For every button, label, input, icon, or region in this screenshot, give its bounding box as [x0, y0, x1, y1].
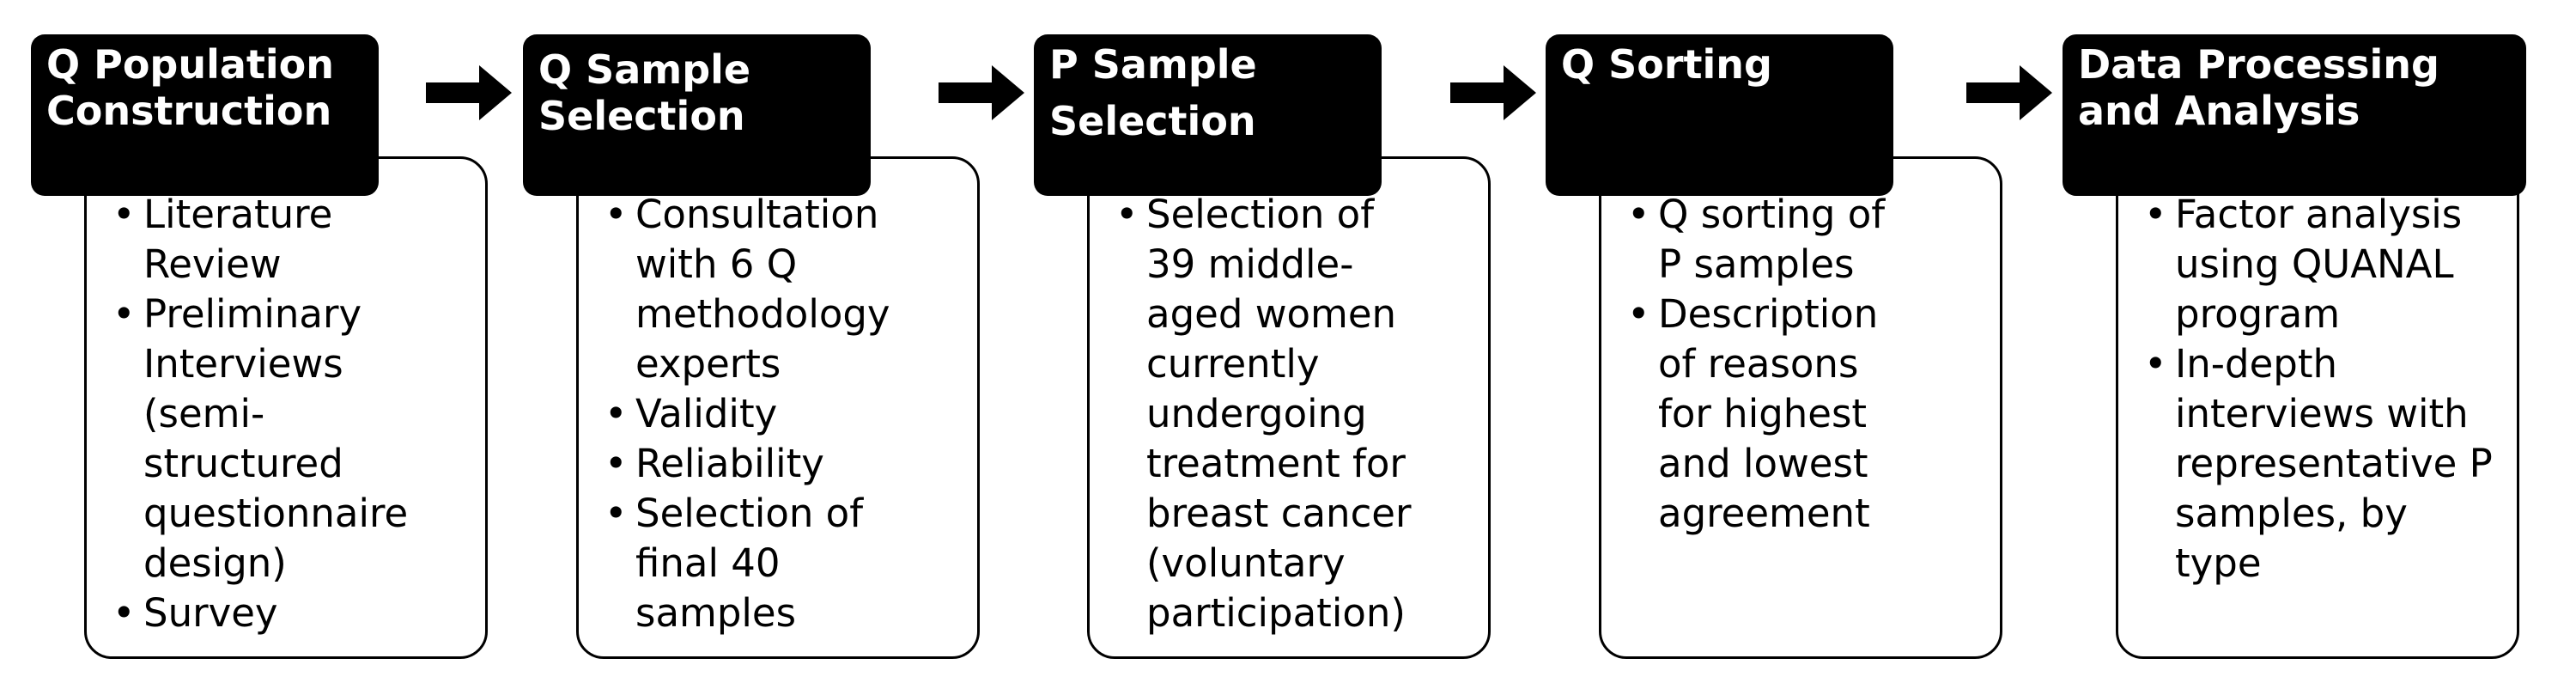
stage-data-processing-and-analysis: Factor analysis using QUANAL program In-… — [2063, 0, 2543, 683]
right-arrow-icon — [426, 65, 512, 120]
stage-title: P Sample Selection — [1034, 34, 1382, 196]
stage-list-item: Factor analysis using QUANAL program — [2144, 190, 2517, 339]
stage-p-sample-selection: Selection of 39 middle- aged women curre… — [1034, 0, 1515, 683]
stage-q-sample-selection: Consultation with 6 Q methodology expert… — [523, 0, 1004, 683]
stage-q-population-construction: Literature Review Preliminary Interviews… — [31, 0, 512, 683]
stage-description-box: Literature Review Preliminary Interviews… — [84, 156, 488, 659]
right-arrow-icon — [1966, 65, 2052, 120]
stage-list-item: Consultation with 6 Q methodology expert… — [605, 190, 977, 389]
right-arrow-icon — [939, 65, 1024, 120]
stage-list-item: Validity — [605, 389, 977, 439]
stage-list-item: In-depth interviews with representative … — [2144, 339, 2517, 588]
stage-list-item: Selection of final 40 samples — [605, 489, 977, 638]
stage-q-sorting: Q sorting of P samples Description of re… — [1546, 0, 2026, 683]
stage-item-list: Literature Review Preliminary Interviews… — [112, 190, 485, 638]
stage-list-item: Survey — [112, 588, 485, 638]
stage-list-item: Selection of 39 middle- aged women curre… — [1115, 190, 1488, 638]
stage-item-list: Consultation with 6 Q methodology expert… — [605, 190, 977, 638]
stage-item-list: Q sorting of P samples Description of re… — [1627, 190, 2000, 539]
stage-description-box: Factor analysis using QUANAL program In-… — [2116, 156, 2519, 659]
stage-description-box: Consultation with 6 Q methodology expert… — [576, 156, 980, 659]
stage-description-box: Q sorting of P samples Description of re… — [1599, 156, 2002, 659]
stage-list-item: Q sorting of P samples — [1627, 190, 2000, 290]
stage-item-list: Factor analysis using QUANAL program In-… — [2144, 190, 2517, 588]
stage-list-item: Description of reasons for highest and l… — [1627, 290, 2000, 539]
right-arrow-icon — [1450, 65, 1536, 120]
stage-list-item: Preliminary Interviews (semi- structured… — [112, 290, 485, 588]
stage-list-item: Literature Review — [112, 190, 485, 290]
stage-title: Data Processing and Analysis — [2063, 34, 2526, 196]
stage-title: Q Population Construction — [31, 34, 379, 196]
stage-title: Q Sample Selection — [523, 34, 871, 196]
stage-item-list: Selection of 39 middle- aged women curre… — [1115, 190, 1488, 638]
stage-description-box: Selection of 39 middle- aged women curre… — [1087, 156, 1491, 659]
stage-title: Q Sorting — [1546, 34, 1893, 196]
stage-list-item: Reliability — [605, 439, 977, 489]
